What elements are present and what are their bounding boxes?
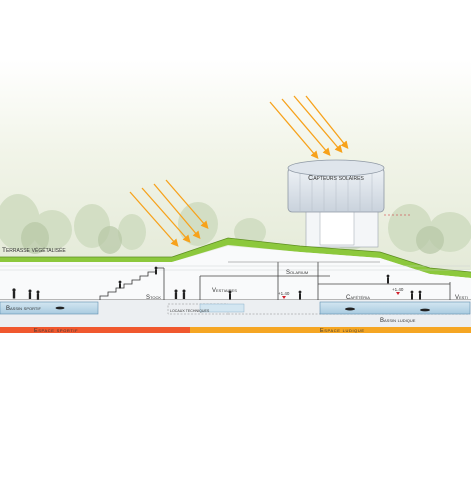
bassin-sportif-water [0,301,99,315]
label-stock: Stock [146,295,161,301]
level-label-b: +1.40 [392,287,404,292]
label-terrasse-vegetalisee: Terrasse végétalisée [2,247,66,254]
label-cafeteria: Cafétéria [346,295,370,301]
green-roof [0,237,471,278]
solar-collector-disc [287,159,385,177]
label-vestiaires-right: Vesti [455,295,468,301]
level-label-a: +1.40 [278,291,290,296]
tree-line-dark [21,222,444,254]
bassin-ludique-water [319,301,471,315]
label-vestiaires: Vestiaires [212,288,237,294]
sun-ray-arrow [269,95,349,159]
sun-ray-arrow-left [129,179,209,247]
label-bassin-ludique: Bassin ludique [380,318,416,324]
solar-tower [287,159,410,248]
band-label-sportif: Espace sportif [34,328,78,334]
level-marker-icon [282,292,400,299]
person-figure [12,266,430,312]
band-espace-ludique [190,327,471,333]
small-pool [199,303,245,313]
label-locaux-techniques: LOCAUX TECHNIQUES [170,309,210,313]
label-capteurs-solaires: Capteurs solaires [308,175,364,182]
band-espace-sportif [0,327,190,333]
label-solarium: Solarium [286,270,308,276]
label-bassin-sportif: Bassin sportif [6,306,41,312]
band-label-ludique: Espace ludique [320,328,365,334]
